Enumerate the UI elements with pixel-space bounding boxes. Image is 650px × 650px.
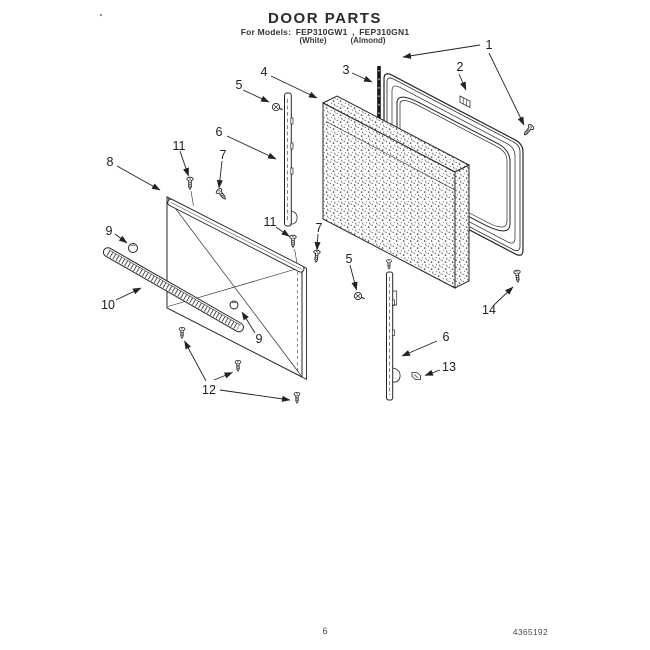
insulation-panel bbox=[321, 95, 471, 289]
callout-4: 4 bbox=[261, 65, 268, 79]
inner-door-panel bbox=[166, 196, 307, 381]
page-title: DOOR PARTS bbox=[268, 10, 382, 27]
callout-13: 13 bbox=[442, 360, 456, 374]
fastener-screws bbox=[178, 176, 321, 404]
models-label: For Models: bbox=[240, 27, 292, 37]
model-finish-1: (White) bbox=[299, 36, 327, 45]
handle-plug-right bbox=[229, 300, 239, 310]
screw-5-lower bbox=[353, 291, 366, 301]
models-separator: , bbox=[352, 27, 355, 37]
model-number-1: FEP310GW1 bbox=[295, 27, 348, 37]
door-handle bbox=[102, 247, 244, 333]
door-clip-part-2 bbox=[459, 95, 471, 109]
callout-leader-lines bbox=[114, 44, 525, 402]
screw-12-b bbox=[234, 359, 242, 372]
callout-11: 11 bbox=[173, 139, 186, 153]
model-finish-2: (Almond) bbox=[350, 36, 386, 45]
screw-7-right bbox=[312, 249, 321, 263]
doc-number: 4365192 bbox=[512, 627, 548, 637]
page-number: 6 bbox=[322, 626, 328, 636]
callout-11: 11 bbox=[264, 215, 277, 229]
callout-9: 9 bbox=[106, 224, 113, 238]
models-line: For Models: FEP310GW1 , FEP310GN1 bbox=[0, 27, 650, 37]
side-trim-lower bbox=[386, 271, 401, 401]
screw-5-upper bbox=[271, 102, 284, 112]
screw-top-lower-trim bbox=[386, 259, 392, 270]
side-trim-upper bbox=[284, 92, 298, 227]
screw-12-c bbox=[293, 391, 301, 404]
scan-artifact-dot bbox=[99, 13, 103, 17]
panel-top-flange bbox=[167, 198, 305, 273]
callout-6: 6 bbox=[216, 125, 223, 139]
callout-5: 5 bbox=[236, 78, 243, 92]
callout-7: 7 bbox=[220, 148, 227, 162]
callout-7: 7 bbox=[316, 221, 323, 235]
model-number-2: FEP310GN1 bbox=[359, 27, 410, 37]
callout-3: 3 bbox=[343, 63, 350, 77]
callout-2: 2 bbox=[457, 60, 464, 74]
frame-corner-screw bbox=[521, 123, 536, 138]
callout-6: 6 bbox=[443, 330, 450, 344]
callout-12: 12 bbox=[202, 383, 216, 397]
callout-10: 10 bbox=[101, 298, 115, 312]
callout-1: 1 bbox=[486, 38, 493, 52]
screw-11-left bbox=[186, 176, 194, 190]
screw-12-a bbox=[178, 326, 186, 339]
callout-5: 5 bbox=[346, 252, 353, 266]
handle-plug-left bbox=[128, 243, 138, 253]
screw-14 bbox=[513, 269, 522, 283]
callout-14: 14 bbox=[482, 303, 496, 317]
callout-9: 9 bbox=[256, 332, 263, 346]
callout-8: 8 bbox=[107, 155, 114, 169]
clip-part-13 bbox=[411, 372, 421, 380]
screw-7-left bbox=[214, 187, 229, 202]
screw-11-right bbox=[289, 234, 297, 248]
